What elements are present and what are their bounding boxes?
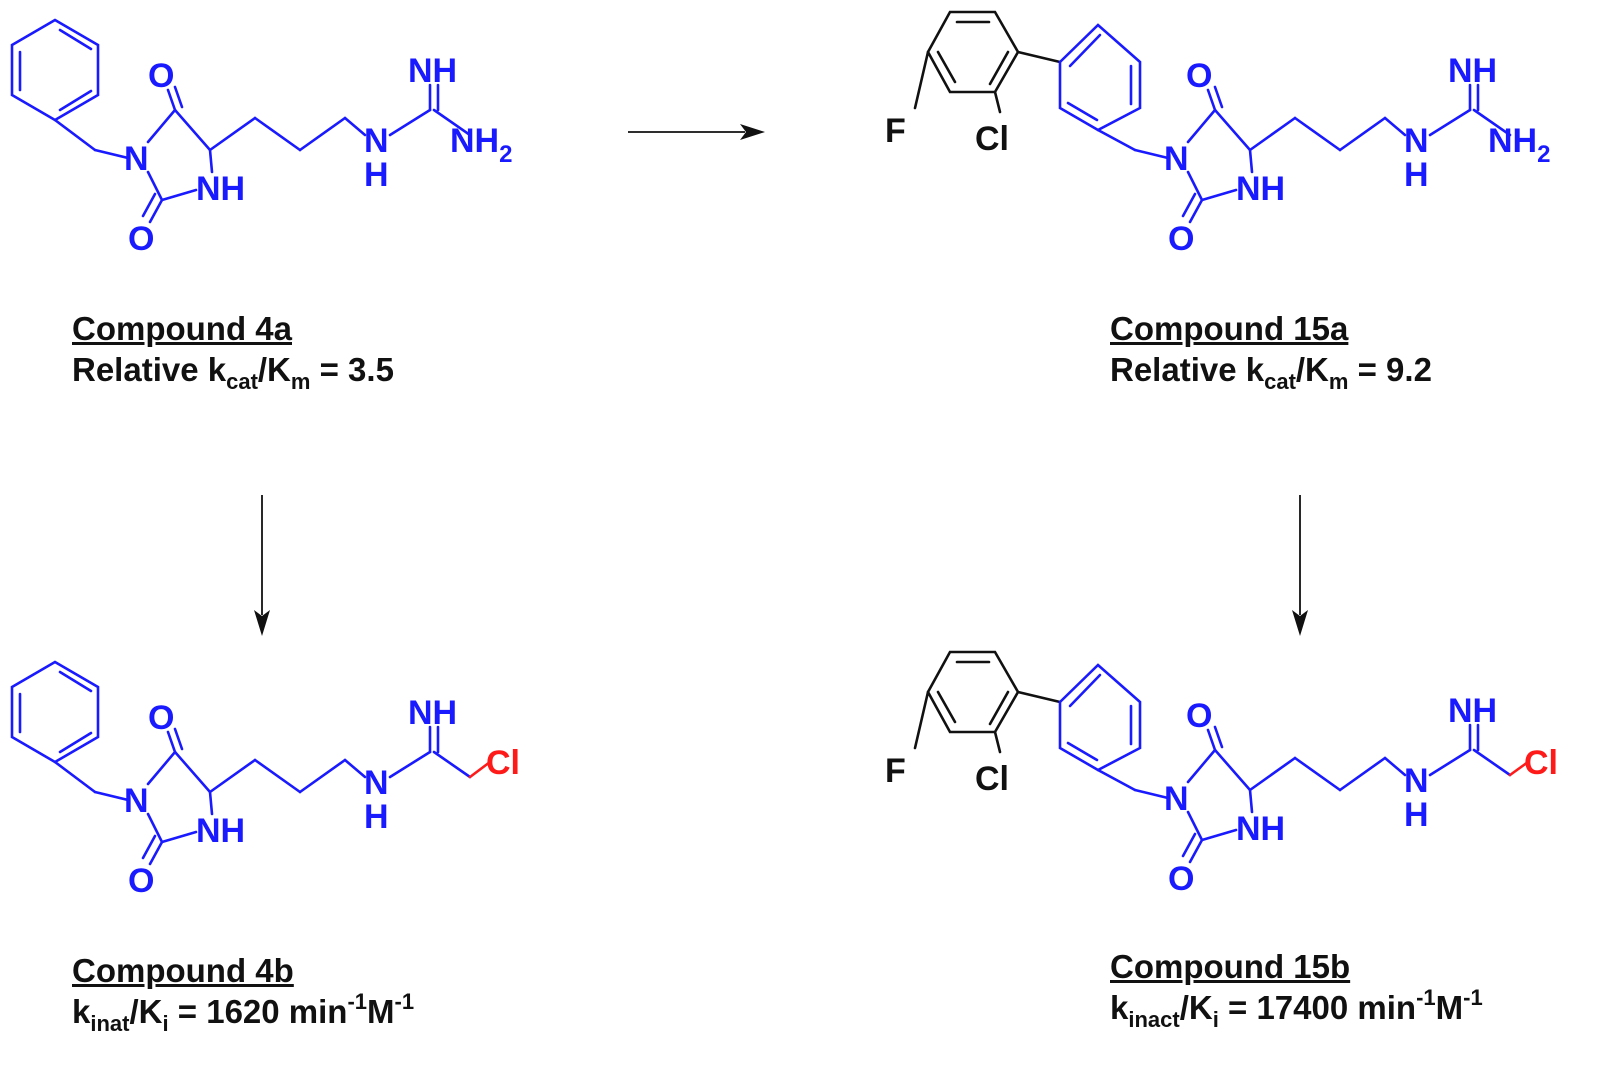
atom-o: O bbox=[128, 862, 154, 900]
atom-n: N bbox=[1164, 780, 1189, 818]
caption-15a: Compound 15a Relative kcat/Km = 9.2 bbox=[1110, 308, 1432, 395]
compound-title: Compound 4b bbox=[72, 952, 294, 989]
atom-nh: NH bbox=[196, 812, 245, 850]
structure-4b: O N NH O NH N H Cl bbox=[10, 660, 520, 900]
caption-4a: Compound 4a Relative kcat/Km = 3.5 bbox=[72, 308, 394, 395]
atom-nh: NH bbox=[1236, 170, 1285, 208]
halophenyl-ring bbox=[926, 10, 1020, 94]
atom-o: O bbox=[1186, 697, 1212, 735]
atom-n: N bbox=[124, 140, 149, 178]
arrow-right bbox=[628, 124, 765, 140]
atom-nh: NH bbox=[408, 694, 457, 732]
atom-cl: Cl bbox=[975, 120, 1009, 158]
halophenyl-ring bbox=[926, 650, 1020, 734]
caption-15b: Compound 15b kinact/Ki = 17400 min-1M-1 bbox=[1110, 946, 1483, 1033]
atom-nh: NH bbox=[408, 52, 457, 90]
atom-nh: NH bbox=[196, 170, 245, 208]
atom-nh: NH bbox=[1448, 52, 1497, 90]
atom-f: F bbox=[885, 112, 906, 150]
atom-f: F bbox=[885, 752, 906, 790]
atom-o: O bbox=[1168, 860, 1194, 898]
compound-title: Compound 15b bbox=[1110, 948, 1351, 985]
atom-n: N bbox=[364, 122, 389, 160]
atom-o: O bbox=[1186, 57, 1212, 95]
compound-title: Compound 4a bbox=[72, 310, 292, 347]
atom-nh: NH bbox=[1448, 692, 1497, 730]
atom-n: N bbox=[1404, 762, 1429, 800]
atom-nh: NH bbox=[1236, 810, 1285, 848]
benzene-ring bbox=[10, 660, 100, 764]
atom-o: O bbox=[148, 57, 174, 95]
atom-h: H bbox=[1404, 156, 1429, 194]
kinetic-metric: Relative kcat/Km = 9.2 bbox=[1110, 351, 1432, 395]
atom-cl: Cl bbox=[975, 760, 1009, 798]
atom-n: N bbox=[1404, 122, 1429, 160]
atom-cl: Cl bbox=[486, 744, 520, 782]
atom-h: H bbox=[364, 798, 389, 836]
phenyl-ring bbox=[1058, 663, 1142, 772]
kinetic-metric: kinact/Ki = 17400 min-1M-1 bbox=[1110, 985, 1483, 1033]
atom-n: N bbox=[124, 782, 149, 820]
atom-cl: Cl bbox=[1524, 744, 1558, 782]
atom-o: O bbox=[128, 220, 154, 258]
arrow-down-right bbox=[1292, 495, 1308, 636]
benzene-ring bbox=[10, 18, 100, 122]
kinetic-metric: Relative kcat/Km = 3.5 bbox=[72, 351, 394, 395]
atom-o: O bbox=[1168, 220, 1194, 258]
arrow-down-left bbox=[254, 495, 270, 636]
kinetic-metric: kinat/Ki = 1620 min-1M-1 bbox=[72, 989, 415, 1037]
atom-n: N bbox=[364, 764, 389, 802]
structure-15a: F Cl O N NH O NH N H NH2 bbox=[885, 10, 1550, 258]
atom-nh2: NH2 bbox=[1488, 122, 1550, 168]
structure-4a: O N NH O NH N H NH2 bbox=[10, 18, 512, 258]
phenyl-ring bbox=[1058, 23, 1142, 132]
compound-title: Compound 15a bbox=[1110, 310, 1349, 347]
atom-o: O bbox=[148, 699, 174, 737]
atom-h: H bbox=[364, 156, 389, 194]
atom-h: H bbox=[1404, 796, 1429, 834]
atom-n: N bbox=[1164, 140, 1189, 178]
structure-15b: F Cl O N NH O NH N H Cl bbox=[885, 650, 1558, 898]
caption-4b: Compound 4b kinat/Ki = 1620 min-1M-1 bbox=[72, 950, 415, 1037]
atom-nh2: NH2 bbox=[450, 122, 512, 168]
